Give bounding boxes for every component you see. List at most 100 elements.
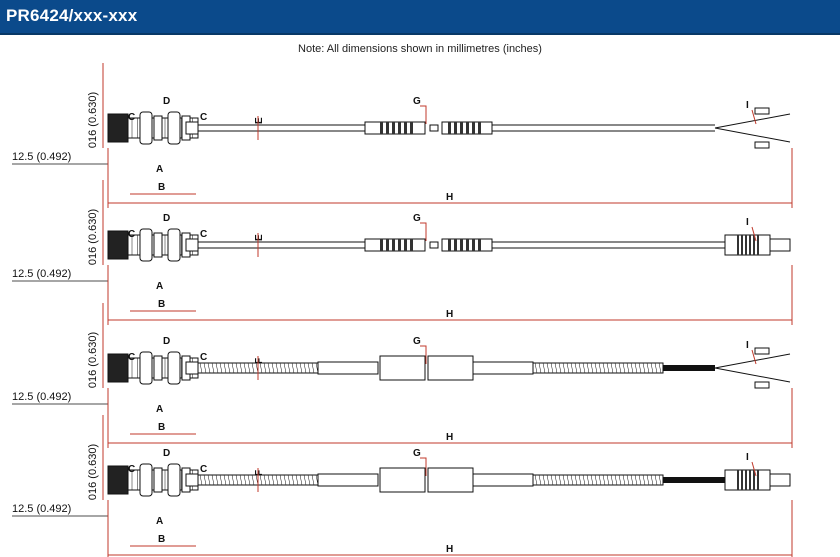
nut-1 [139, 351, 153, 385]
armor-coil [203, 474, 207, 486]
label-b: B [158, 299, 165, 310]
armor-coil [554, 362, 558, 374]
label-a: A [156, 281, 163, 292]
label-a: A [156, 164, 163, 175]
armor-coil [626, 474, 630, 486]
label-g: G [413, 448, 421, 459]
label-g: G [413, 213, 421, 224]
armor-coil [634, 362, 638, 374]
connector-grip [398, 122, 401, 134]
armor-coil [295, 362, 299, 374]
armor-coil [614, 474, 618, 486]
armor-coil [303, 474, 307, 486]
connector-grip [466, 239, 469, 251]
armor-coil [554, 474, 558, 486]
lead-terminal [754, 347, 770, 355]
end-connector [724, 234, 771, 256]
armor-coil [594, 474, 598, 486]
label-c: C [128, 464, 135, 475]
height-dimension: 016 (0.630) [87, 332, 99, 388]
armor-coil [259, 474, 263, 486]
armor-coil [606, 362, 610, 374]
armor-coil [279, 474, 283, 486]
armor-coil [566, 474, 570, 486]
armor-coil [638, 362, 642, 374]
label-c: C [200, 464, 207, 475]
armor-coil [546, 474, 550, 486]
connector-grip [757, 235, 759, 255]
armor-coil [311, 474, 315, 486]
armor-coil [199, 474, 203, 486]
armor-coil [235, 362, 239, 374]
armor-coil [614, 362, 618, 374]
armor-coil [638, 474, 642, 486]
leader-g [420, 345, 427, 364]
leader-i [751, 349, 757, 365]
armor-coil [263, 474, 267, 486]
connector-nose [769, 238, 791, 252]
label-c: C [128, 352, 135, 363]
nut-1-washer [153, 115, 163, 141]
height-dimension: 016 (0.630) [87, 444, 99, 500]
armor-coil [275, 362, 279, 374]
armor-coil [546, 362, 550, 374]
connector-grip [410, 239, 413, 251]
armor-coil [271, 474, 275, 486]
cable-segment [317, 473, 379, 487]
connector-grip [386, 239, 389, 251]
armor-coil [283, 474, 287, 486]
armor-coil [630, 362, 634, 374]
label-c: C [200, 352, 207, 363]
armor-coil [582, 362, 586, 374]
armor-coil [542, 474, 546, 486]
armor-coil [199, 362, 203, 374]
end-connector [724, 469, 771, 491]
armor-coil [598, 474, 602, 486]
connector-grip [398, 239, 401, 251]
label-c: C [128, 112, 135, 123]
armor-coil [311, 362, 315, 374]
label-c: C [200, 112, 207, 123]
connector-pin [429, 124, 439, 132]
armor-coil [658, 474, 662, 486]
armor-coil [586, 362, 590, 374]
armor-coil [590, 474, 594, 486]
armor-coil [271, 362, 275, 374]
label-f: F [254, 470, 265, 476]
nut-1 [139, 111, 153, 145]
armor-coil [650, 362, 654, 374]
nut-1-washer [153, 467, 163, 493]
sleeve [185, 361, 199, 375]
connector-g-left [379, 355, 426, 381]
wire-leads [714, 353, 791, 383]
armor-coil [259, 362, 263, 374]
armor-coil [291, 474, 295, 486]
armor-coil [215, 362, 219, 374]
armor-coil [223, 362, 227, 374]
armor-coil [251, 474, 255, 486]
lead-terminal [754, 141, 770, 149]
nut-2 [167, 228, 181, 262]
armor-coil [235, 474, 239, 486]
wire-leads [714, 113, 791, 143]
leader-g [420, 457, 427, 476]
leader-i [751, 226, 757, 242]
armor-coil [646, 474, 650, 486]
armor-coil [586, 474, 590, 486]
armor-coil [558, 474, 562, 486]
nut-2 [167, 351, 181, 385]
armor-coil [534, 474, 538, 486]
armor-coil [574, 362, 578, 374]
armor-coil [550, 362, 554, 374]
probe-tip [107, 465, 129, 495]
connector-grip [448, 122, 451, 134]
label-c: C [128, 229, 135, 240]
armor-coil [574, 474, 578, 486]
connector-grip [386, 122, 389, 134]
nut-2 [167, 111, 181, 145]
cable-segment [472, 473, 534, 487]
connector-grip [749, 470, 751, 490]
armor-coil [307, 362, 311, 374]
